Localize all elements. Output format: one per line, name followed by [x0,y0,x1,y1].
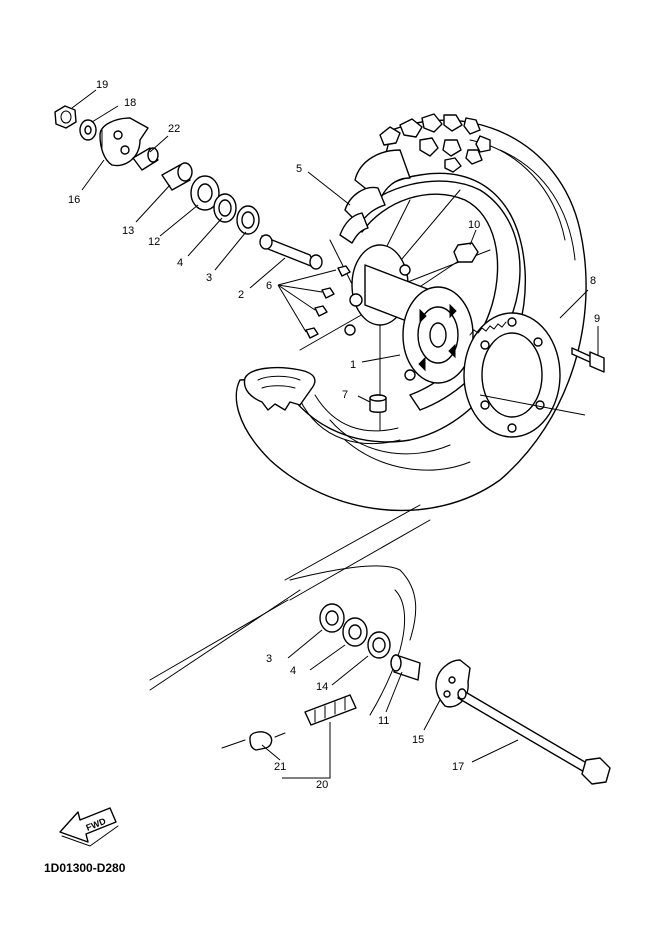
spacer-13 [161,162,193,191]
callout-7: 7 [342,389,348,401]
callout-20: 20 [316,779,328,791]
drawing-code: 1D01300-D280 [44,861,126,875]
callout-3-upper: 3 [206,272,212,284]
bearing-4-upper [213,193,237,223]
callout-5: 5 [296,163,302,175]
spoke-nipples [305,265,351,339]
callout-2: 2 [238,289,244,301]
callout-14: 14 [316,681,328,693]
chain-joint-20 [304,694,357,726]
callout-10: 10 [468,219,480,231]
spacer-2 [259,234,323,270]
callouts: 19 18 22 16 13 12 4 3 2 5 10 6 1 8 9 7 3… [68,79,600,791]
callout-1: 1 [350,359,356,371]
valve-cap [369,394,387,413]
callout-19: 19 [96,79,108,91]
hub [344,244,474,384]
rim-lock [243,366,316,411]
collar-11 [390,654,421,681]
axle-17 [457,688,611,785]
callout-4-lower: 4 [290,665,296,677]
callout-21: 21 [274,761,286,773]
sprocket-bolt [571,347,605,373]
washer-18 [79,119,97,141]
callout-16: 16 [68,194,80,206]
callout-6: 6 [266,280,272,292]
callout-12: 12 [148,236,160,248]
callout-15: 15 [412,734,424,746]
oil-seal-14 [367,631,391,659]
leader-lines [71,89,599,779]
callout-18: 18 [124,97,136,109]
bearing-3-upper [236,205,260,235]
callout-11: 11 [378,715,389,727]
chain-clip-21 [221,731,286,751]
callout-17: 17 [452,761,464,773]
bearing-4-lower [342,617,368,647]
oil-seal-12 [190,175,220,211]
swingarm-outline [149,504,431,716]
sprocket [463,312,561,438]
axle-nut-19 [54,105,77,129]
callout-4-upper: 4 [177,257,183,269]
callout-8: 8 [590,275,596,287]
callout-22: 22 [168,123,180,135]
callout-13: 13 [122,225,134,237]
callout-9: 9 [594,313,600,325]
nut-10 [453,242,479,263]
bearing-3-lower [319,603,345,633]
tube-rim-band [339,149,411,244]
callout-3-lower: 3 [266,653,272,665]
fwd-arrow-icon: FWD [59,807,119,847]
